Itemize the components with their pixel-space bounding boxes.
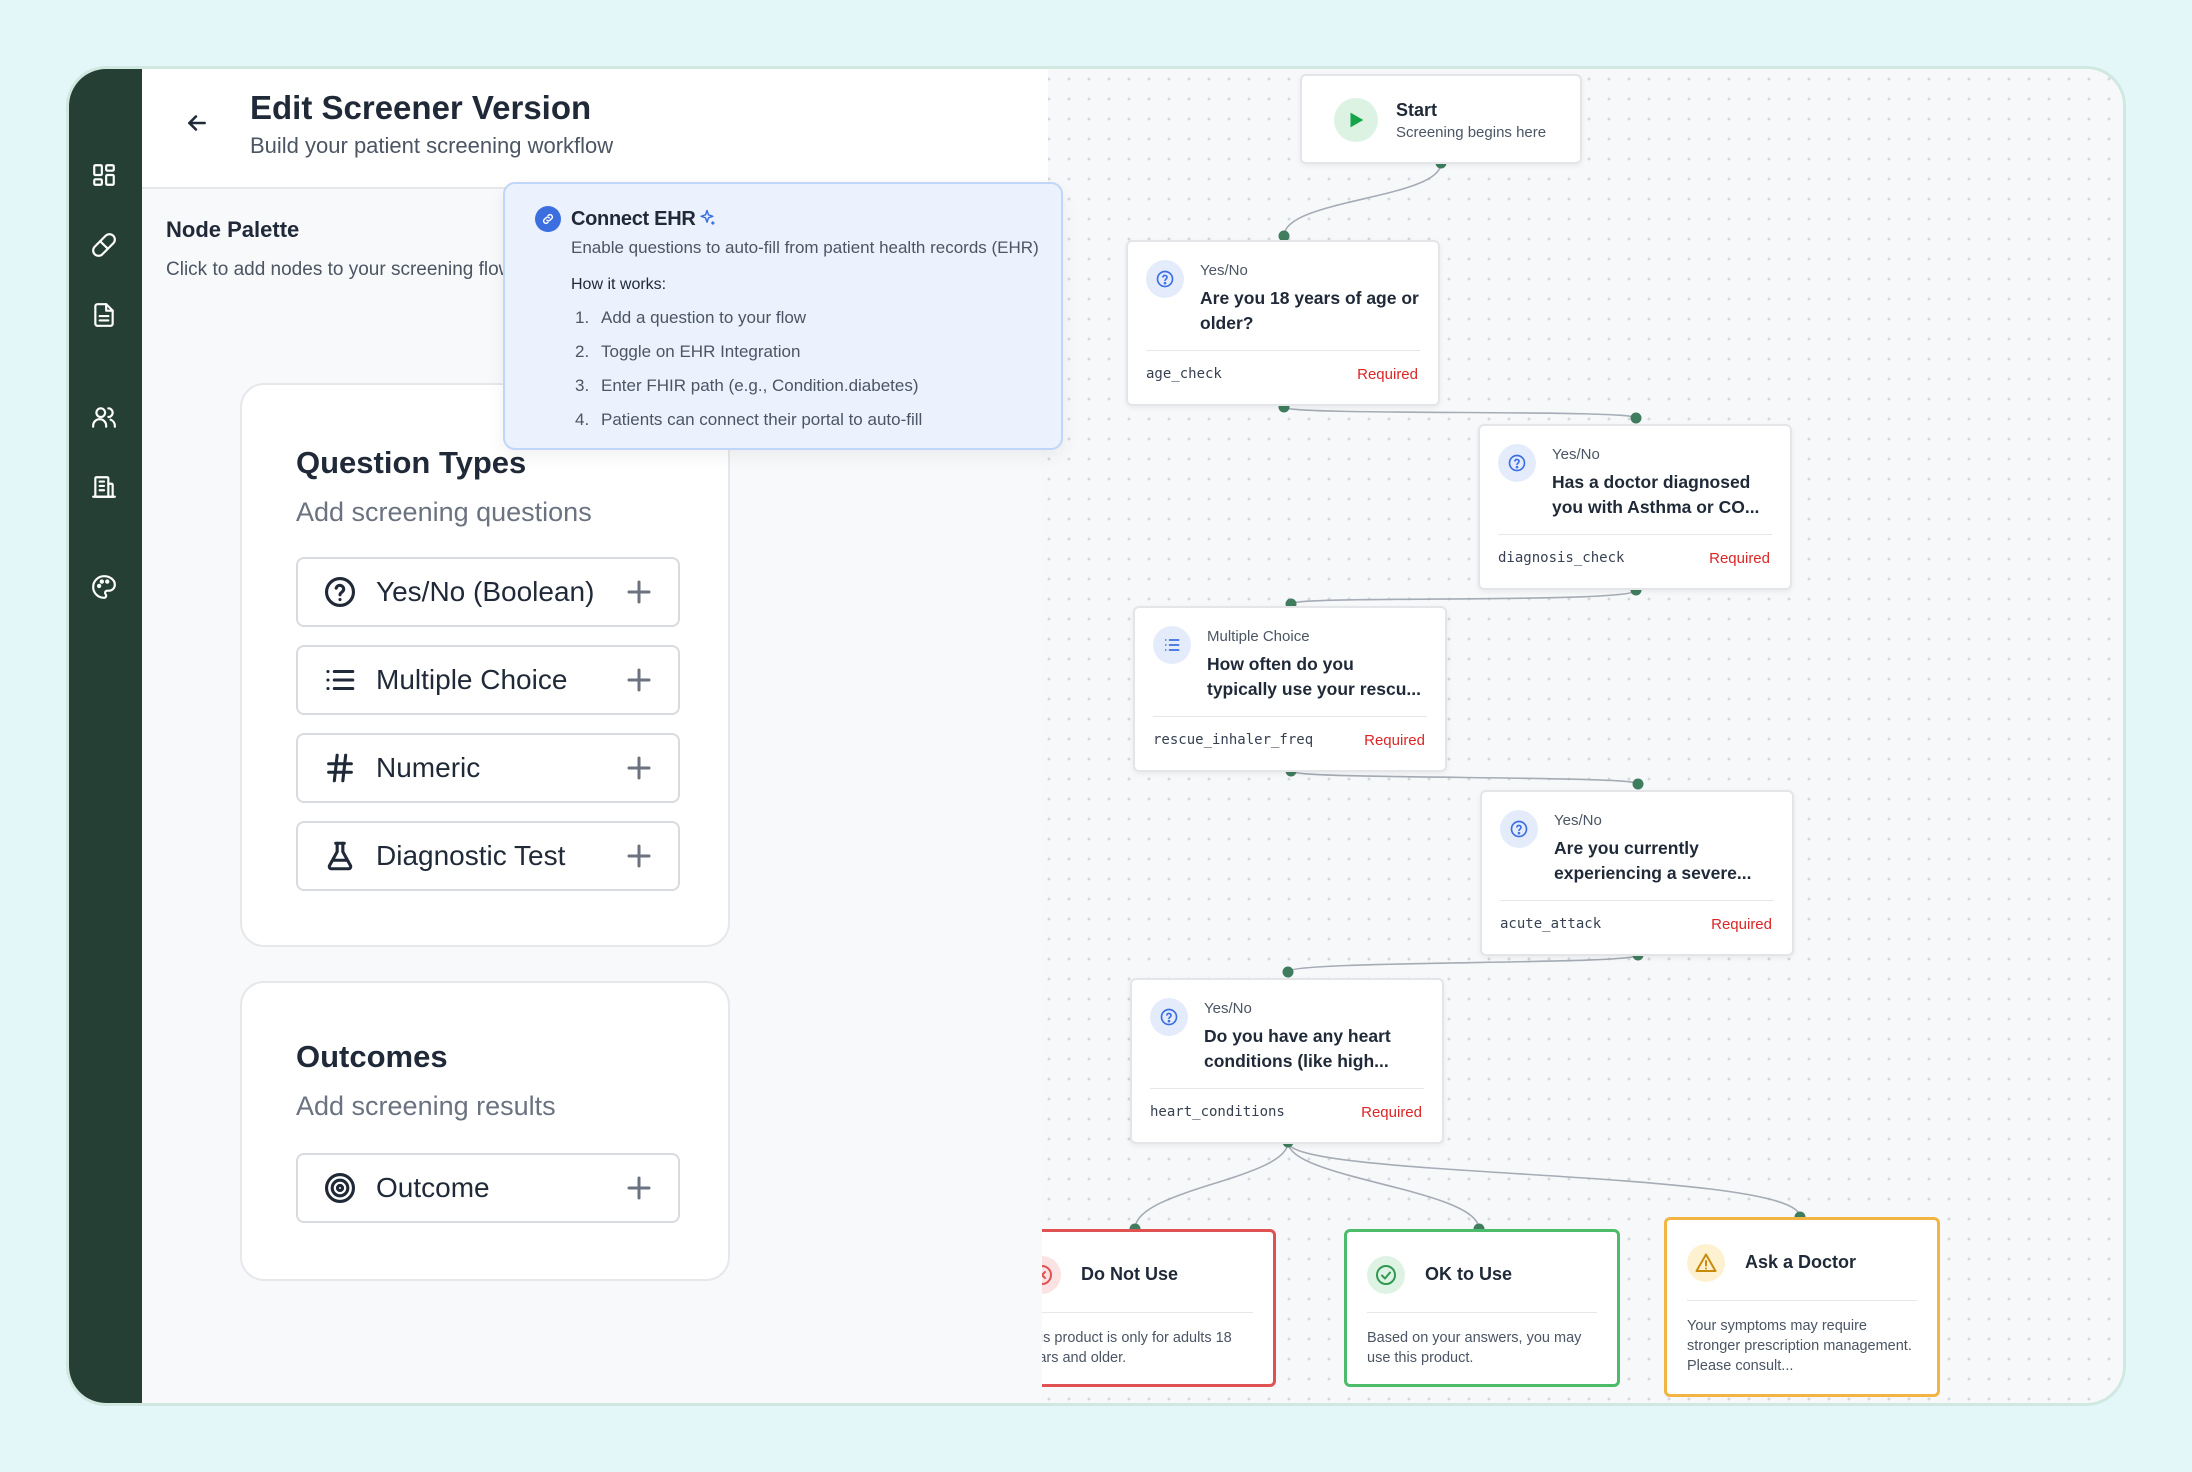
divider [1023, 1312, 1253, 1313]
palette-icon[interactable] [89, 572, 119, 602]
link-icon [535, 206, 561, 232]
add-diagnostic-test-button[interactable]: Diagnostic Test [296, 821, 680, 891]
popover-step: 2.Toggle on EHR Integration [575, 342, 801, 361]
popover-step: 4.Patients can connect their portal to a… [575, 410, 923, 429]
dashboard-icon[interactable] [89, 160, 119, 190]
question-text: Are you 18 years of age or older? [1200, 288, 1419, 333]
popover-step: 1.Add a question to your flow [575, 308, 807, 327]
arrow-left-icon [188, 115, 206, 131]
outcome-title: OK to Use [1425, 1264, 1513, 1284]
add-multiple-choice-button[interactable]: Multiple Choice [296, 645, 680, 715]
divider [1146, 350, 1420, 351]
building-icon[interactable] [89, 472, 119, 502]
question-text: How often do you typically use your resc… [1207, 654, 1421, 699]
required-label: Required [1709, 550, 1770, 567]
question-type: Yes/No [1200, 262, 1248, 279]
outcome-node-do-not-use[interactable]: Do Not Use This product is only for adul… [1000, 1229, 1276, 1387]
required-label: Required [1364, 732, 1425, 749]
sparkle-icon [697, 208, 717, 228]
page-title: Edit Screener Version [250, 89, 592, 126]
question-key: rescue_inhaler_freq [1153, 732, 1314, 748]
plus-icon [624, 841, 654, 871]
question-type: Yes/No [1204, 1000, 1252, 1017]
app-window: Start Screening begins here Yes/No Are y… [66, 66, 2126, 1406]
divider [1153, 716, 1427, 717]
page-subtitle: Build your patient screening workflow [250, 133, 614, 158]
start-subtitle: Screening begins here [1396, 124, 1547, 141]
question-key: acute_attack [1500, 916, 1602, 932]
popover-how-title: How it works: [571, 276, 667, 293]
plus-icon [624, 577, 654, 607]
plus-icon [624, 753, 654, 783]
question-node[interactable]: Yes/No Are you 18 years of age or older?… [1126, 240, 1440, 406]
question-type: Yes/No [1554, 812, 1602, 829]
start-node[interactable]: Start Screening begins here [1300, 74, 1582, 164]
plus-icon [624, 1173, 654, 1203]
add-outcome-button[interactable]: Outcome [296, 1153, 680, 1223]
question-circle-icon [1500, 810, 1538, 848]
card-subtitle: Add screening results [296, 1091, 556, 1121]
question-key: heart_conditions [1150, 1104, 1285, 1120]
divider [1687, 1300, 1917, 1301]
popover-description: Enable questions to auto-fill from patie… [571, 238, 1039, 257]
check-circle-icon [1367, 1256, 1405, 1294]
question-circle-icon [1498, 444, 1536, 482]
question-key: age_check [1146, 366, 1222, 382]
divider [1150, 1088, 1424, 1089]
document-icon[interactable] [89, 300, 119, 330]
outcome-description: Your symptoms may require stronger presc… [1687, 1318, 1912, 1374]
start-title: Start [1396, 100, 1438, 120]
question-circle-icon [1146, 260, 1184, 298]
outcome-description: Based on your answers, you may use this … [1367, 1330, 1582, 1366]
question-key: diagnosis_check [1498, 550, 1625, 566]
sidebar-rail [69, 69, 142, 1403]
outcome-title: Ask a Doctor [1745, 1252, 1857, 1272]
required-label: Required [1361, 1104, 1422, 1121]
question-text: Has a doctor diagnosed you with Asthma o… [1552, 472, 1760, 517]
question-circle-icon [322, 574, 358, 610]
connect-ehr-popover[interactable]: Connect EHR Enable questions to auto-fil… [503, 182, 1063, 450]
warning-icon [1687, 1244, 1725, 1282]
outcome-title: Do Not Use [1081, 1264, 1179, 1284]
pill-icon[interactable] [89, 230, 119, 260]
outcome-node-ask-a-doctor[interactable]: Ask a Doctor Your symptoms may require s… [1664, 1217, 1940, 1397]
list-icon [1153, 626, 1191, 664]
palette-description: Click to add nodes to your screening flo… [166, 259, 513, 280]
list-icon [322, 662, 358, 698]
question-node[interactable]: Yes/No Do you have any heart conditions … [1130, 978, 1444, 1144]
page-header: Edit Screener Version Build your patient… [142, 69, 1048, 189]
question-type: Yes/No [1552, 446, 1600, 463]
popover-step: 3.Enter FHIR path (e.g., Condition.diabe… [575, 376, 919, 395]
outcome-description: This product is only for adults 18 years… [1023, 1330, 1232, 1366]
question-node[interactable]: Yes/No Has a doctor diagnosed you with A… [1478, 424, 1792, 590]
outcome-node-ok-to-use[interactable]: OK to Use Based on your answers, you may… [1344, 1229, 1620, 1387]
plus-icon [624, 665, 654, 695]
question-text: Are you currently experiencing a severe.… [1554, 838, 1752, 883]
divider [1498, 534, 1772, 535]
flask-icon [322, 838, 358, 874]
add-yes-no-button[interactable]: Yes/No (Boolean) [296, 557, 680, 627]
target-icon [322, 1170, 358, 1206]
question-node[interactable]: Multiple Choice How often do you typical… [1133, 606, 1447, 772]
required-label: Required [1711, 916, 1772, 933]
question-type: Multiple Choice [1207, 628, 1310, 645]
card-subtitle: Add screening questions [296, 497, 592, 527]
add-numeric-button[interactable]: Numeric [296, 733, 680, 803]
question-text: Do you have any heart conditions (like h… [1204, 1026, 1391, 1071]
question-types-card: Question Types Add screening questions Y… [240, 383, 730, 947]
card-title: Question Types [296, 445, 527, 480]
question-circle-icon [1150, 998, 1188, 1036]
required-label: Required [1357, 366, 1418, 383]
hash-icon [322, 750, 358, 786]
play-icon [1334, 98, 1378, 142]
question-node[interactable]: Yes/No Are you currently experiencing a … [1480, 790, 1794, 956]
card-title: Outcomes [296, 1039, 448, 1074]
users-icon[interactable] [89, 402, 119, 432]
palette-title: Node Palette [166, 217, 300, 242]
popover-title: Connect EHR [571, 208, 696, 230]
outcomes-card: Outcomes Add screening results Outcome [240, 981, 730, 1281]
divider [1367, 1312, 1597, 1313]
divider [1500, 900, 1774, 901]
back-button[interactable] [177, 103, 217, 143]
